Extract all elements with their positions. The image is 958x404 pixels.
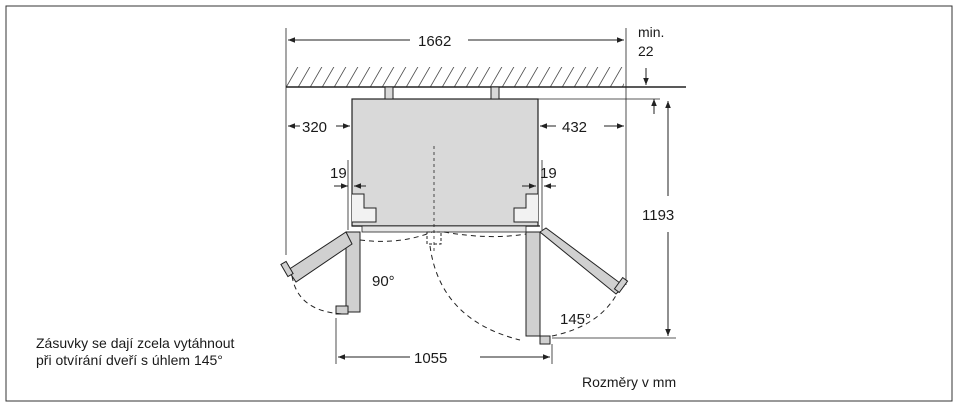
dim-depth: 1193 bbox=[642, 207, 674, 224]
recess-right bbox=[513, 193, 538, 223]
recess-left bbox=[352, 193, 377, 223]
dim-total-width: 1662 bbox=[418, 33, 451, 50]
door-right-90-handle bbox=[539, 335, 551, 345]
dim-min-label: min. bbox=[638, 24, 664, 40]
swing-arc-right-top bbox=[443, 231, 527, 238]
dim-right-offset: 19 bbox=[540, 165, 557, 182]
drawer-note-line1: Zásuvky se dají zcela vytáhnout bbox=[36, 335, 235, 351]
drawer-note: Zásuvky se dají zcela vytáhnout při otví… bbox=[36, 335, 234, 369]
door-right-90 bbox=[525, 231, 541, 337]
door-left-90 bbox=[345, 231, 361, 313]
dim-left-clearance: 320 bbox=[302, 119, 327, 136]
hinge-right bbox=[490, 86, 500, 100]
dim-right-clearance: 432 bbox=[562, 119, 587, 136]
door-gap-strip bbox=[361, 225, 527, 233]
units-label: Rozměry v mm bbox=[582, 374, 677, 390]
dim-left-offset: 19 bbox=[330, 165, 347, 182]
swing-arc-right bbox=[551, 291, 619, 337]
fridge-cabinet bbox=[351, 98, 539, 227]
wall-hatch bbox=[286, 67, 624, 87]
door-left-open bbox=[287, 231, 353, 283]
frame bbox=[5, 5, 953, 402]
hinge-left bbox=[384, 86, 394, 100]
angle-right: 145° bbox=[560, 311, 591, 328]
drawer-note-line2: při otvírání dveří s úhlem 145° bbox=[36, 352, 223, 368]
dim-open-width: 1055 bbox=[414, 350, 447, 367]
door-left-90-handle bbox=[335, 305, 349, 315]
door-right-open-handle bbox=[613, 276, 629, 294]
angle-left: 90° bbox=[372, 273, 395, 290]
swing-arc-right-inner bbox=[429, 245, 521, 341]
door-left-open-handle bbox=[280, 260, 294, 278]
door-right-open bbox=[539, 227, 625, 295]
dim-min-value: 22 bbox=[638, 43, 654, 59]
swing-arc-left-inner bbox=[359, 231, 433, 242]
